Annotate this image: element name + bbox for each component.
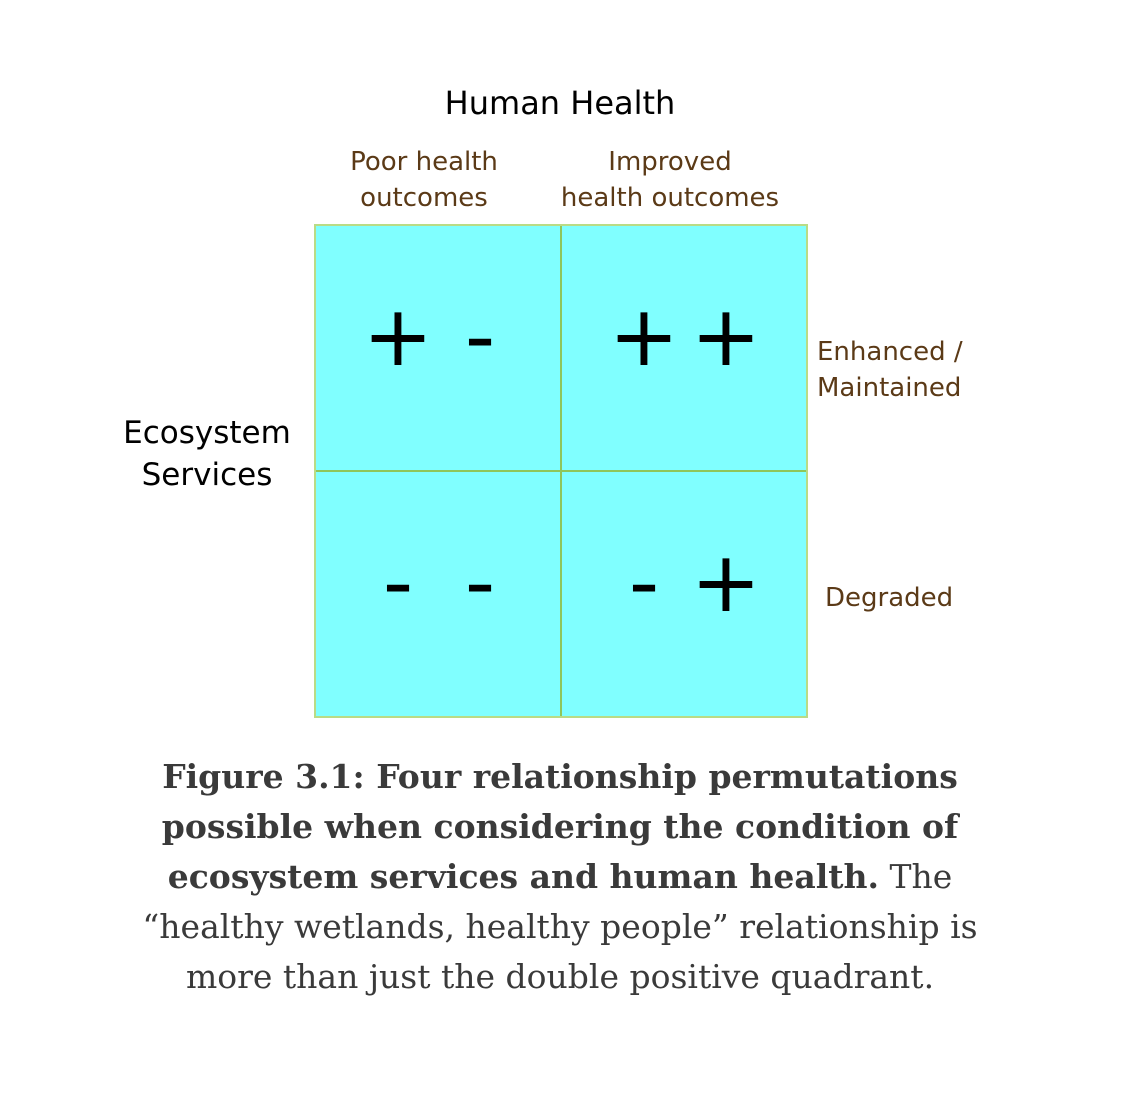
row-label-line: Enhanced / (817, 337, 963, 367)
row-axis-title-line: Ecosystem (123, 415, 291, 451)
quadrant-sign: + (690, 533, 762, 631)
caption-regular-text: The “healthy wetlands, healthy people” r… (142, 857, 978, 996)
row-label-degraded: Degraded (825, 580, 953, 616)
column-label-poor-health: Poor health outcomes (294, 144, 554, 216)
quadrant-sign: - (382, 533, 414, 631)
quadrant-sign: - (464, 287, 496, 385)
row-label-line: Maintained (817, 373, 962, 403)
quadrant-bottom-left: - - (316, 471, 561, 716)
column-label-line: health outcomes (560, 183, 780, 213)
quadrant-sign: + (362, 287, 434, 385)
quadrant-grid: + - + + - - - + (314, 224, 808, 718)
quadrant-top-right: + + (561, 226, 806, 471)
row-label-line: Degraded (825, 583, 954, 613)
column-label-line: Poor health (350, 147, 498, 177)
quadrant-sign: - (464, 533, 496, 631)
column-label-line: Improved (608, 147, 732, 177)
caption-bold-text: Figure 3.1: Four relationship permutatio… (161, 757, 959, 896)
row-axis-title-line: Services (141, 457, 273, 493)
quadrant-sign: + (608, 287, 680, 385)
column-label-line: outcomes (360, 183, 488, 213)
quadrant-sign: + (690, 287, 762, 385)
quadrant-top-left: + - (316, 226, 561, 471)
quadrant-sign: - (628, 533, 660, 631)
column-axis-title: Human Health (444, 84, 676, 122)
quadrant-bottom-right: - + (561, 471, 806, 716)
row-label-enhanced-maintained: Enhanced / Maintained (817, 334, 963, 406)
figure-caption: Figure 3.1: Four relationship permutatio… (100, 752, 1020, 1002)
row-axis-title: Ecosystem Services (100, 412, 314, 496)
column-label-improved-health: Improved health outcomes (540, 144, 800, 216)
